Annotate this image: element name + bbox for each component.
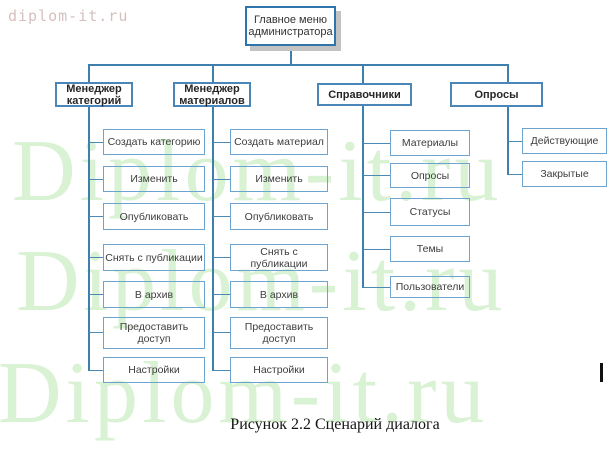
stub-c1-1 (89, 142, 103, 143)
stub-c1-6 (89, 332, 103, 333)
node-archive-material: В архив (230, 281, 328, 308)
node-polls-active: Действующие (522, 128, 607, 154)
node-dir-users: Пользователи (390, 276, 470, 298)
node-edit-material: Изменить (230, 166, 328, 192)
figure-caption: Рисунок 2.2 Сценарий диалога (230, 416, 440, 433)
stub-c1-3 (89, 216, 103, 217)
node-publish-material: Опубликовать (230, 203, 328, 230)
stub-c2-7 (213, 370, 230, 371)
connector-bus (88, 64, 509, 66)
node-grant-access-category: Предоставить доступ (103, 317, 205, 349)
node-dir-polls: Опросы (390, 163, 470, 188)
node-settings-material: Настройки (230, 357, 328, 383)
node-manager-categories: Менеджер категорий (55, 82, 133, 107)
stub-c1-4 (89, 257, 103, 258)
stub-c2-6 (213, 332, 230, 333)
node-dir-statuses: Статусы (390, 198, 470, 226)
node-archive-category: В архив (103, 281, 205, 308)
stub-c3-2 (363, 175, 390, 176)
connector-drop-directories (362, 64, 364, 83)
node-manager-materials: Менеджер материалов (173, 82, 251, 107)
connector-drop-materials (212, 64, 214, 82)
stub-c2-5 (213, 294, 230, 295)
stub-c2-2 (213, 179, 230, 180)
node-publish-category: Опубликовать (103, 203, 205, 230)
stub-c4-1 (508, 141, 522, 142)
stub-c1-7 (89, 370, 103, 371)
stub-c1-5 (89, 294, 103, 295)
stub-c3-4 (363, 249, 390, 250)
stub-c4-2 (508, 174, 522, 175)
node-edit-category: Изменить (103, 166, 205, 192)
stub-c1-2 (89, 179, 103, 180)
connector-root-drop (290, 46, 292, 64)
exclamation-artifact (600, 363, 603, 382)
node-dir-materials: Материалы (390, 130, 470, 156)
node-create-material: Создать материал (230, 129, 328, 155)
node-polls-closed: Закрытые (522, 161, 607, 187)
node-directories: Справочники (317, 83, 412, 106)
stub-c3-1 (363, 143, 390, 144)
spine-materials (212, 107, 214, 371)
stub-c3-3 (363, 212, 390, 213)
node-polls: Опросы (450, 82, 543, 107)
watermark-row-3: Diplom-it.ru (0, 345, 489, 442)
stub-c2-3 (213, 216, 230, 217)
spine-directories (362, 106, 364, 288)
stub-c2-4 (213, 257, 230, 258)
node-unpublish-category: Снять с публикации (103, 244, 205, 271)
corner-watermark: diplom-it.ru (8, 7, 129, 25)
node-create-category: Создать категорию (103, 129, 205, 155)
stub-c3-5 (363, 287, 390, 288)
node-settings-category: Настройки (103, 357, 205, 383)
node-grant-access-material: Предоставить доступ (230, 317, 328, 349)
node-unpublish-material: Снять с публикации (230, 244, 328, 271)
node-main-admin-menu: Главное меню администратора (245, 6, 336, 46)
spine-categories (88, 107, 90, 371)
node-dir-topics: Темы (390, 236, 470, 262)
connector-drop-categories (88, 64, 90, 82)
connector-drop-polls (507, 64, 509, 82)
stub-c2-1 (213, 142, 230, 143)
